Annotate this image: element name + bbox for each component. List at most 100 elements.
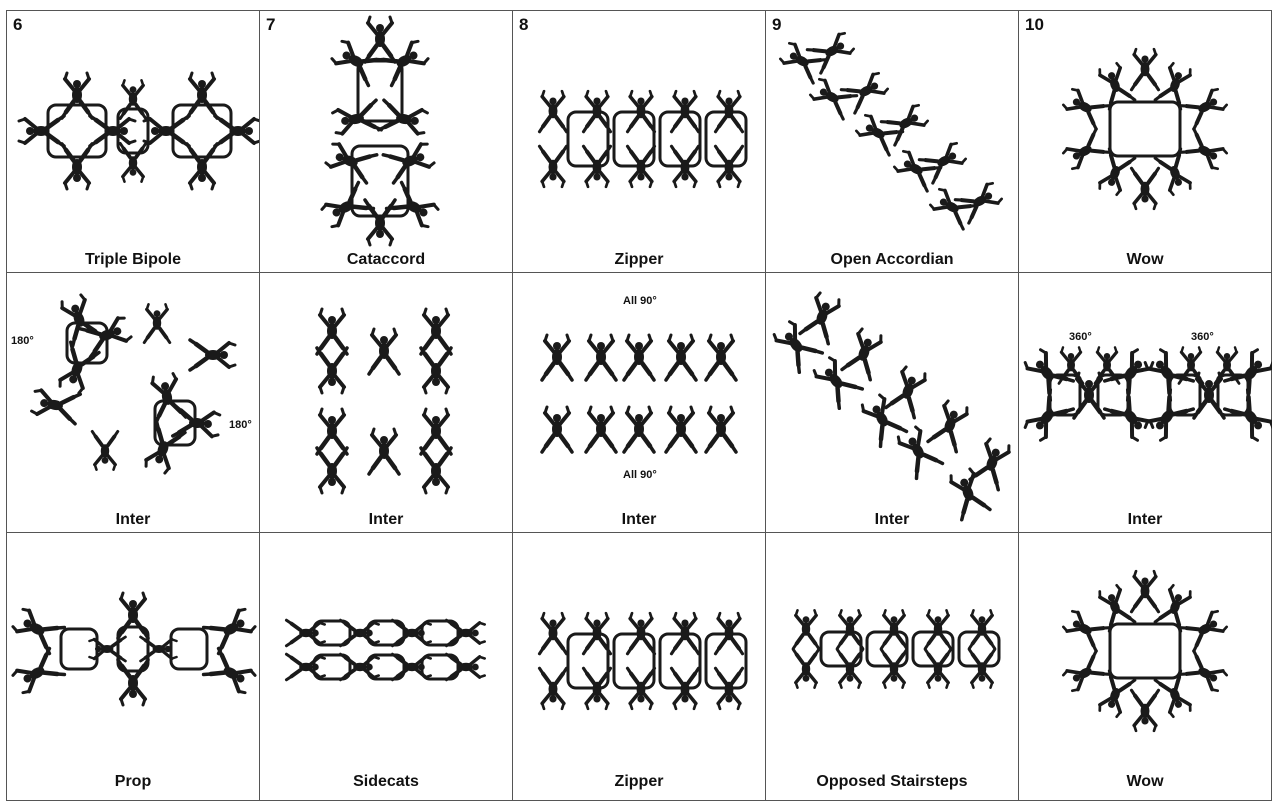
grip-line <box>1110 624 1180 678</box>
skydiver-figure <box>881 610 907 648</box>
skydiver-figure <box>120 80 146 118</box>
skydiver-figure <box>706 407 736 452</box>
formation-label: Zipper <box>513 773 765 791</box>
skydiver-figure <box>778 39 827 83</box>
skydiver-figure <box>1225 390 1272 444</box>
rotation-annotation: 180° <box>11 335 34 347</box>
formation-diagram <box>260 11 513 273</box>
skydiver-figure <box>1105 390 1157 444</box>
formation-cell: 6Triple Bipole <box>6 10 260 273</box>
skydiver-figure <box>1132 571 1159 612</box>
skydiver-figure <box>666 407 696 452</box>
skydiver-figure <box>1132 49 1159 90</box>
skydiver-figure <box>624 335 654 380</box>
formation-cell: Inter <box>259 272 513 533</box>
skydiver-figure <box>807 29 856 73</box>
skydiver-figure <box>31 386 81 423</box>
skydiver-figure <box>340 654 378 680</box>
formation-label: Inter <box>7 511 259 529</box>
skydiver-figure <box>62 144 92 189</box>
formation-diagram <box>766 273 1019 533</box>
skydiver-figure <box>770 319 822 373</box>
skydiver-figure <box>886 365 930 418</box>
formation-cell: 7Cataccord <box>259 10 513 273</box>
formation-cell: Zipper <box>512 532 766 801</box>
formation-diagram <box>766 11 1019 273</box>
skydiver-figure <box>955 179 1004 223</box>
formation-diagram <box>7 11 260 273</box>
formation-label: Wow <box>1019 251 1271 269</box>
formation-diagram <box>1019 533 1272 801</box>
skydiver-figure <box>92 431 118 469</box>
formation-cell: 8Zipper <box>512 10 766 273</box>
skydiver-figure <box>919 139 968 183</box>
formation-cell: Inter <box>765 272 1019 533</box>
formation-label: Inter <box>513 511 765 529</box>
skydiver-figure <box>969 610 995 648</box>
skydiver-figure <box>624 407 654 452</box>
skydiver-figure <box>1132 168 1159 209</box>
skydiver-figure <box>446 620 484 646</box>
skydiver-figure <box>421 448 451 493</box>
grip-line <box>171 629 207 669</box>
formation-label: Inter <box>1019 511 1271 529</box>
rotation-annotation: 180° <box>229 419 252 431</box>
formation-number: 9 <box>772 15 781 35</box>
skydiver-figure <box>586 335 616 380</box>
rotation-annotation: 360° <box>1191 331 1214 343</box>
grip-line <box>48 105 106 157</box>
formation-cell: Opposed Stairsteps <box>765 532 1019 801</box>
skydiver-figure <box>1180 129 1229 173</box>
formation-diagram <box>7 273 260 533</box>
grip-line <box>173 105 231 157</box>
skydiver-figure <box>57 293 101 346</box>
skydiver-figure <box>204 605 258 653</box>
skydiver-figure <box>369 329 399 374</box>
skydiver-figure <box>1180 607 1229 651</box>
skydiver-figure <box>215 116 260 146</box>
formation-diagram <box>1019 273 1272 533</box>
grip-line <box>1050 375 1080 415</box>
formation-label: Cataccord <box>260 251 512 269</box>
skydiver-figure <box>540 146 567 187</box>
skydiver-figure <box>970 437 1014 490</box>
skydiver-figure <box>881 101 930 145</box>
skydiver-figure <box>369 429 399 474</box>
skydiver-figure <box>793 610 819 648</box>
rotation-annotation: All 90° <box>623 469 657 481</box>
skydiver-figure <box>340 620 378 646</box>
formation-number: 10 <box>1025 15 1044 35</box>
skydiver-figure <box>1215 347 1239 383</box>
skydiver-figure <box>392 654 430 680</box>
formation-label: Triple Bipole <box>7 251 259 269</box>
skydiver-figure <box>540 91 567 132</box>
skydiver-figure <box>317 448 347 493</box>
skydiver-figure <box>144 304 170 342</box>
skydiver-figure <box>542 335 572 380</box>
skydiver-figure <box>55 342 99 395</box>
skydiver-figure <box>120 143 146 181</box>
skydiver-figure <box>666 335 696 380</box>
skydiver-figure <box>90 116 135 146</box>
grip-line <box>1170 375 1200 415</box>
formation-label: Prop <box>7 773 259 791</box>
grip-line <box>1098 375 1128 415</box>
formation-cell: Sidecats <box>259 532 513 801</box>
skydiver-figure <box>62 73 92 118</box>
skydiver-figure <box>387 183 441 231</box>
skydiver-figure <box>118 660 148 705</box>
formation-diagram <box>513 533 766 801</box>
formation-diagram <box>7 533 260 801</box>
skydiver-figure <box>286 620 324 646</box>
skydiver-figure <box>204 649 258 697</box>
skydiver-figure <box>1180 85 1229 129</box>
grip-line <box>61 629 97 669</box>
grip-line <box>1218 375 1248 415</box>
skydiver-figure <box>1141 390 1193 444</box>
formation-cell: Prop <box>6 532 260 801</box>
formation-diagram <box>513 11 766 273</box>
formation-diagram <box>260 533 513 801</box>
skydiver-figure <box>1179 347 1203 383</box>
